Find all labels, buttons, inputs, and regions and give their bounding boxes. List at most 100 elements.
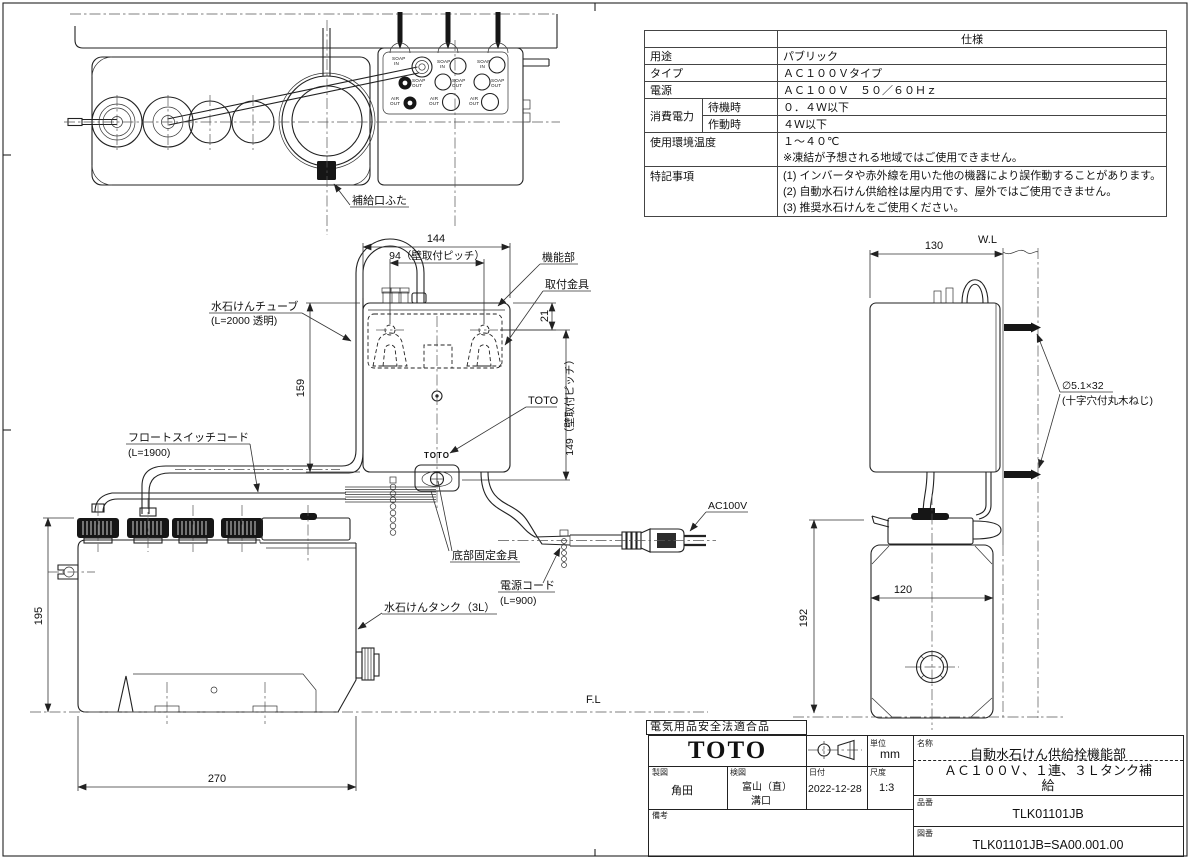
spec-value: ４Ｗ以下: [776, 115, 1168, 133]
spec-row-type: タイプ ＡＣ１００Ｖタイプ: [644, 64, 1168, 82]
bracket-label: 取付金具: [545, 277, 589, 291]
spec-label: 使用環境温度: [644, 132, 778, 167]
spec-temp-note: ※凍結が予想される地域ではご使用できません。: [783, 152, 1023, 164]
svg-text:OUT: OUT: [452, 83, 462, 88]
spec-label-consumption: 消費電力: [644, 98, 703, 133]
date-label: 日付: [809, 768, 825, 777]
model-line1: ＡＣ１００Ｖ、１連、３Ｌタンク補: [943, 763, 1152, 778]
checker-label: 検図: [730, 768, 746, 777]
dim-149-pitch: 149（壁取付ピッチ）: [563, 354, 576, 456]
name-label: 名称: [917, 739, 933, 748]
spec-temp-value: １～４０℃: [783, 136, 840, 148]
projection-symbol: [808, 739, 862, 761]
dim-21: 21: [539, 310, 551, 322]
screw-annotation: ∅5.1×32 (十字穴付丸木ねじ): [1036, 333, 1153, 469]
svg-text:OUT: OUT: [390, 101, 400, 106]
toto-logo-on-box: TOTO: [424, 451, 450, 460]
side-view: W.L: [793, 234, 1153, 730]
spec-label: 用途: [644, 47, 778, 65]
spec-row-use: 用途 パブリック: [644, 47, 1168, 65]
spec-label: 電源: [644, 81, 778, 99]
spec-value: ０．４Ｗ以下: [776, 98, 1168, 116]
function-unit-top: SOAP IN SOAP IN SOAP IN SOAP OUT SOAP OU…: [377, 12, 550, 186]
compliance-badge: 電気用品安全法適合品: [646, 720, 807, 735]
dim-195: 195: [33, 607, 45, 625]
front-view: TOTO: [30, 233, 748, 791]
scale-value: 1:3: [879, 782, 895, 794]
spec-row-active: 作動時 ４Ｗ以下: [645, 115, 1168, 133]
part-number-label: 品番: [917, 798, 933, 807]
svg-text:IN: IN: [394, 61, 399, 66]
dim-270: 270: [208, 773, 226, 785]
wall-line-label: W.L: [978, 234, 997, 246]
checker-value-1: 富山（直）: [742, 782, 792, 793]
spec-label: 特記事項: [644, 166, 778, 217]
drafter-label: 製図: [652, 768, 668, 777]
drawing-number-value: TLK01101JB=SA00.001.00: [972, 838, 1124, 852]
side-dimensions: 130 120 192: [798, 240, 1004, 714]
mounting-screws-top: [389, 12, 509, 54]
port-label-soap-in-c: SOAP: [477, 59, 491, 64]
refill-lid: [317, 161, 336, 180]
spec-value: ＡＣ１００Ｖ ５０／６０Ｈｚ: [776, 81, 1168, 99]
spec-note-1: (1) インバータや赤外線を用いた他の機器により誤作動することがあります。: [783, 170, 1162, 182]
spec-header-row: 仕様: [644, 30, 1168, 48]
scale-label: 尺度: [870, 768, 886, 777]
floor-line-label: F.L: [586, 694, 601, 706]
checker-value-2: 溝口: [751, 796, 771, 807]
soap-tube-label: 水石けんチューブ: [211, 299, 298, 313]
drawing-number-label: 図番: [917, 829, 933, 838]
screw-label: ∅5.1×32: [1062, 380, 1104, 392]
port-labels: SOAP IN SOAP IN SOAP IN SOAP OUT SOAP OU…: [390, 56, 505, 106]
spec-table: 仕様 用途 パブリック タイプ ＡＣ１００Ｖタイプ 電源 ＡＣ１００Ｖ ５０／６…: [644, 30, 1168, 217]
spec-note-3: (3) 推奨水石けんをご使用ください。: [783, 202, 965, 214]
svg-text:OUT: OUT: [491, 83, 501, 88]
front-dimensions: 144 94（壁取付ピッチ） 21 159 149（壁取付ピッチ） 195 27…: [33, 233, 576, 791]
drafter-value: 角田: [671, 785, 693, 797]
power-cord: [480, 471, 716, 553]
bottom-bracket: [414, 464, 460, 492]
ports: [398, 56, 506, 112]
spec-value: ＡＣ１００Ｖタイプ: [776, 64, 1168, 82]
front-annotations: 水石けんチューブ (L=2000 透明) フロートスイッチコード (L=1900…: [126, 250, 748, 630]
model-line2: 給: [1041, 778, 1055, 793]
toto-logo: TOTO: [687, 737, 768, 764]
svg-text:OUT: OUT: [469, 101, 479, 106]
box-top-fittings: [381, 287, 427, 304]
port-label-air-out-a: AIR: [391, 96, 400, 101]
float-cord-label: フロートスイッチコード: [128, 431, 249, 444]
spec-note-2: (2) 自動水石けん供給栓は屋内用です、屋外ではご使用できません。: [783, 186, 1118, 198]
spec-row-temperature: 使用環境温度 １～４０℃ ※凍結が予想される地域ではご使用できません。: [644, 132, 1168, 167]
wood-screws: [1004, 322, 1041, 480]
soap-tube: [141, 238, 425, 514]
spec-row-standby: 消費電力 待機時 ０．４Ｗ以下: [644, 98, 1168, 133]
spec-header-empty: [644, 30, 778, 48]
unit-label: 単位: [870, 739, 886, 748]
mounting-bracket-dashed: [367, 313, 503, 369]
spec-row-notes: 特記事項 (1) インバータや赤外線を用いた他の機器により誤作動することがありま…: [644, 166, 1168, 217]
tank-side: [870, 494, 1002, 730]
title-block: TOTO 単位 mm 名称 自動水石けん供給栓機能部 ＡＣ１００Ｖ、１連、３Ｌタ…: [648, 735, 1184, 857]
function-box-side: [869, 302, 1001, 473]
dim-130: 130: [925, 240, 943, 252]
port-label-air-out-b: AIR: [430, 96, 439, 101]
svg-text:OUT: OUT: [412, 83, 422, 88]
name-value: 自動水石けん供給栓機能部: [969, 747, 1126, 762]
port-label-soap-out-c: SOAP: [491, 78, 505, 83]
svg-text:OUT: OUT: [429, 101, 439, 106]
tank-caps-front: [77, 507, 263, 544]
tank-label: 水石けんタンク（3L）: [384, 601, 495, 614]
dim-159: 159: [295, 379, 307, 397]
port-label-soap-out-b: SOAP: [452, 78, 466, 83]
function-unit-label: 機能部: [542, 250, 575, 264]
plan-view: SOAP IN SOAP IN SOAP IN SOAP OUT SOAP OU…: [64, 12, 560, 235]
dim-192: 192: [798, 609, 810, 627]
spec-label: タイプ: [644, 64, 778, 82]
screw-note-label: (十字穴付丸木ねじ): [1062, 394, 1153, 407]
toto-ref-label: TOTO: [528, 395, 559, 407]
power-cord-length: (L=900): [500, 595, 536, 607]
dim-94-pitch: 94（壁取付ピッチ）: [389, 249, 485, 262]
